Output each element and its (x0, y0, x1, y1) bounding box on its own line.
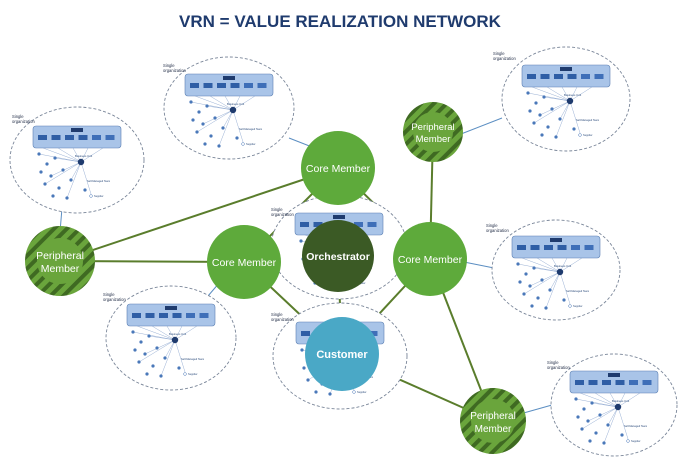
org-label: Single (163, 63, 175, 68)
business-unit-label: Business Unit (227, 102, 244, 106)
org-label: organization (493, 56, 516, 61)
org-label: organization (163, 68, 186, 73)
org-label: organization (12, 119, 35, 124)
orchestrator-node: Orchestrator (302, 220, 374, 292)
svg-text:Peripheral: Peripheral (36, 250, 84, 262)
org-label: organization (271, 212, 294, 217)
supplier-label: Supplier (246, 142, 256, 146)
org-label: Single (547, 360, 559, 365)
supplier-label: Supplier (357, 390, 367, 394)
supplier-label: Supplier (188, 372, 198, 376)
core-member-left: Core Member (207, 225, 281, 299)
peripheral-member-top: Peripheral Member (403, 102, 463, 162)
svg-text:Core Member: Core Member (212, 257, 277, 269)
org-label: Single (271, 207, 283, 212)
svg-text:Core Member: Core Member (398, 254, 463, 266)
supplier-label: Supplier (94, 194, 104, 198)
peripheral-member-left: Peripheral Member (25, 226, 95, 296)
org-label: organization (486, 228, 509, 233)
svg-text:Peripheral: Peripheral (411, 122, 454, 133)
diagram-title: VRN = VALUE REALIZATION NETWORK (179, 12, 502, 31)
org-label: Single (493, 51, 505, 56)
core-member-top: Core Member (301, 131, 375, 205)
org-label: Single (486, 223, 498, 228)
core-member-right: Core Member (393, 222, 467, 296)
svg-text:Member: Member (41, 263, 80, 275)
self-managed-label: Self-Managed Team (87, 179, 110, 183)
supplier-label: Supplier (631, 439, 641, 443)
business-unit-label: Business Unit (554, 264, 571, 268)
self-managed-label: Self-Managed Team (624, 424, 647, 428)
org-label: Single (12, 114, 24, 119)
self-managed-label: Self-Managed Team (181, 357, 204, 361)
svg-text:Customer: Customer (316, 349, 368, 361)
self-managed-label: Self-Managed Team (576, 118, 599, 122)
peripheral-member-bottom: Peripheral Member (460, 388, 526, 454)
org-label: Single (103, 292, 115, 297)
org-label: organization (547, 365, 570, 370)
svg-text:Member: Member (416, 134, 451, 145)
svg-text:Orchestrator: Orchestrator (306, 251, 370, 263)
self-managed-label: Self-Managed Team (566, 289, 589, 293)
business-unit-label: Business Unit (612, 399, 629, 403)
business-unit-label: Business Unit (75, 154, 92, 158)
org-label: organization (271, 317, 294, 322)
business-unit-label: Business Unit (169, 332, 186, 336)
customer-node: Customer (305, 317, 379, 391)
business-unit-label: Business Unit (564, 93, 581, 97)
self-managed-label: Self-Managed Team (239, 127, 262, 131)
org-label: organization (103, 297, 126, 302)
org-label: Single (271, 312, 283, 317)
supplier-label: Supplier (583, 133, 593, 137)
svg-text:Member: Member (475, 424, 512, 435)
supplier-label: Supplier (573, 304, 583, 308)
svg-text:Peripheral: Peripheral (470, 411, 516, 422)
org-connectors (59, 117, 553, 415)
svg-text:Core Member: Core Member (306, 163, 371, 175)
